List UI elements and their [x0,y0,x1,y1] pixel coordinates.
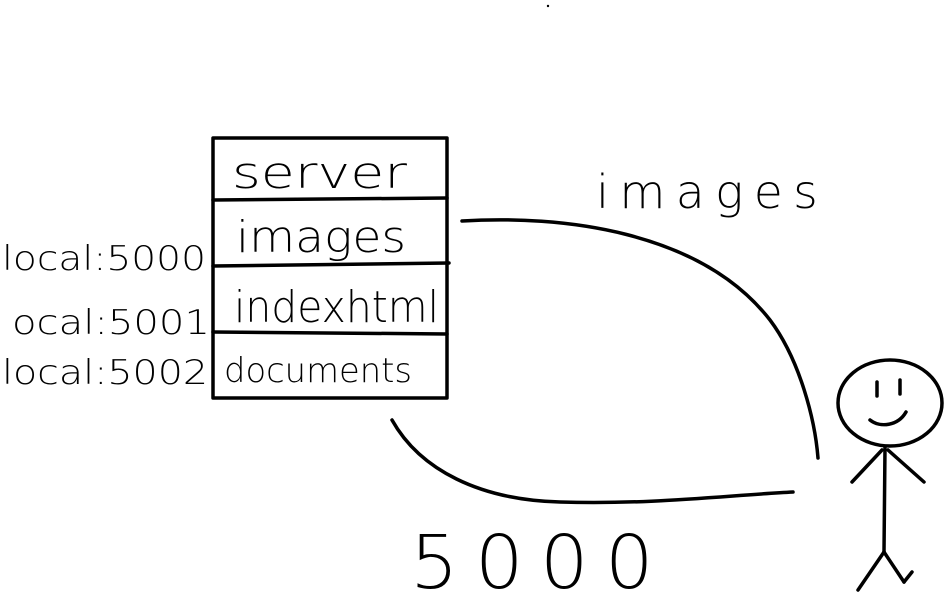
images-flow-arrow [460,218,820,460]
cell-divider-1 [211,196,449,202]
return-flow-arrow [390,418,795,505]
cell-documents: documents [224,351,412,391]
user-head [836,358,944,448]
port-label-5000: local:5000 [2,239,206,279]
port-labels: local:5000 ocal:5001 local:5002 [2,239,210,393]
cell-indexhtml: indexhtml [234,282,439,333]
user-stick-figure [836,358,944,592]
user-leg-left [856,550,886,592]
port-label-5001: ocal:5001 [12,303,210,343]
cell-divider-3 [211,330,449,336]
images-flow-label: images [596,165,828,219]
cell-server: server [232,148,408,199]
user-smile [868,410,908,427]
user-arm-right [886,448,926,484]
user-arm-left [850,448,884,484]
user-foot-right [902,570,914,584]
server-box: server images indexhtml documents [211,136,451,400]
port-number-label: 5000 [410,520,670,603]
port-label-5002: local:5002 [2,353,208,393]
stray-dot [546,4,550,8]
cell-images: images [236,212,406,263]
user-leg-right [882,550,906,584]
cell-divider-2 [211,261,451,268]
user-body [882,445,887,554]
server-box-outline [211,136,449,400]
